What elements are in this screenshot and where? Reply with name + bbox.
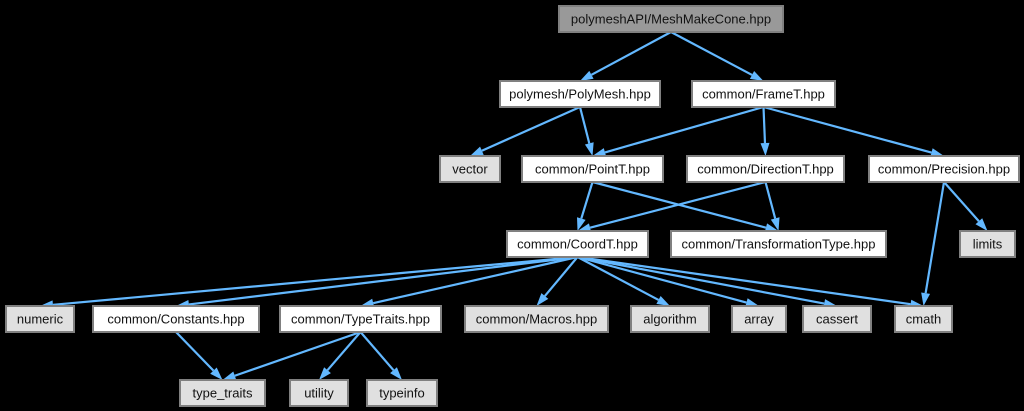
node-pointt[interactable]: common/PointT.hpp (521, 155, 664, 183)
edge-typetraits-to-typeinfo (359, 331, 402, 380)
node-box-pointt[interactable] (521, 155, 664, 183)
arrowhead (584, 142, 594, 156)
edge-coordt-to-algorithm (576, 256, 670, 306)
node-box-cassert[interactable] (802, 305, 872, 333)
node-typetraits[interactable]: common/TypeTraits.hpp (279, 305, 442, 333)
arrowhead (930, 148, 944, 157)
arrowhead (210, 367, 223, 380)
arrowhead (592, 148, 607, 157)
node-box-numeric[interactable] (5, 305, 75, 333)
node-constants[interactable]: common/Constants.hpp (92, 305, 260, 333)
arrowhead (577, 217, 586, 231)
edges-layer (40, 31, 988, 380)
nodes-layer: polymeshAPI/MeshMakeCone.hpp polymesh/Pol… (5, 5, 1020, 407)
edge-polymesh-to-vector (470, 105, 581, 156)
edge-coordt-to-cassert (577, 255, 837, 309)
edge-directiont-to-transftype (764, 181, 780, 231)
node-box-macros[interactable] (464, 305, 609, 333)
node-box-constants[interactable] (92, 305, 260, 333)
arrowhead (390, 367, 402, 380)
node-vector[interactable]: vector (439, 155, 501, 183)
arrowhead (656, 295, 670, 306)
edge-framet-to-directiont (760, 106, 770, 156)
arrowhead (760, 142, 770, 156)
arrowhead (921, 292, 931, 306)
edge-coordt-to-numeric (40, 255, 578, 310)
edge-polymesh-to-pointt (578, 106, 594, 156)
node-box-polymesh[interactable] (499, 80, 661, 108)
edge-framet-to-precision (763, 105, 944, 157)
arrowhead (222, 371, 237, 380)
node-box-transftype[interactable] (670, 230, 887, 258)
node-transftype[interactable]: common/TransformationType.hpp (670, 230, 887, 258)
node-box-directiont[interactable] (686, 155, 845, 183)
node-box-typeinfo[interactable] (366, 379, 438, 407)
edge-pointt-to-transftype (592, 180, 779, 233)
node-typetraitsstd[interactable]: type_traits (179, 379, 266, 407)
node-coordt[interactable]: common/CoordT.hpp (506, 230, 649, 258)
edge-typetraits-to-utility (319, 331, 362, 380)
node-box-cmath[interactable] (894, 305, 953, 333)
node-array[interactable]: array (731, 305, 787, 333)
node-typeinfo[interactable]: typeinfo (366, 379, 438, 407)
edge-pointt-to-coordt (577, 181, 594, 231)
node-cmath[interactable]: cmath (894, 305, 953, 333)
edge-coordt-to-macros (536, 256, 579, 306)
arrowhead (764, 223, 779, 233)
node-directiont[interactable]: common/DirectionT.hpp (686, 155, 845, 183)
arrowhead (577, 223, 592, 233)
edge-coordt-to-array (577, 255, 759, 307)
node-framet[interactable]: common/FrameT.hpp (691, 80, 836, 108)
node-precision[interactable]: common/Precision.hpp (868, 155, 1020, 183)
node-box-root[interactable] (558, 5, 784, 33)
edge-framet-to-pointt (592, 105, 764, 157)
arrowhead (319, 367, 331, 380)
edge-typetraits-to-typetraitsstd (222, 330, 361, 380)
edge-precision-to-cmath (921, 181, 946, 306)
edge-root-to-polymesh (580, 31, 672, 81)
arrowhead (749, 70, 764, 81)
node-box-typetraits[interactable] (279, 305, 442, 333)
node-box-coordt[interactable] (506, 230, 649, 258)
arrowhead (975, 218, 988, 231)
node-box-algorithm[interactable] (630, 305, 710, 333)
node-box-typetraitsstd[interactable] (179, 379, 266, 407)
arrowhead (745, 298, 759, 307)
arrowhead (770, 217, 780, 231)
node-cassert[interactable]: cassert (802, 305, 872, 333)
node-box-precision[interactable] (868, 155, 1020, 183)
node-macros[interactable]: common/Macros.hpp (464, 305, 609, 333)
node-algorithm[interactable]: algorithm (630, 305, 710, 333)
node-box-array[interactable] (731, 305, 787, 333)
edge-coordt-to-constants (176, 255, 578, 309)
edge-precision-to-limits (943, 181, 988, 231)
node-utility[interactable]: utility (289, 379, 349, 407)
node-box-utility[interactable] (289, 379, 349, 407)
arrowhead (580, 70, 594, 81)
node-numeric[interactable]: numeric (5, 305, 75, 333)
node-box-vector[interactable] (439, 155, 501, 183)
node-limits[interactable]: limits (959, 230, 1016, 258)
edge-root-to-framet (670, 31, 764, 81)
edge-constants-to-typetraitsstd (175, 331, 223, 380)
arrowhead (470, 146, 484, 156)
node-root[interactable]: polymeshAPI/MeshMakeCone.hpp (558, 5, 784, 33)
edge-directiont-to-coordt (577, 180, 766, 233)
node-box-limits[interactable] (959, 230, 1016, 258)
node-box-framet[interactable] (691, 80, 836, 108)
arrowhead (536, 293, 549, 306)
node-polymesh[interactable]: polymesh/PolyMesh.hpp (499, 80, 661, 108)
